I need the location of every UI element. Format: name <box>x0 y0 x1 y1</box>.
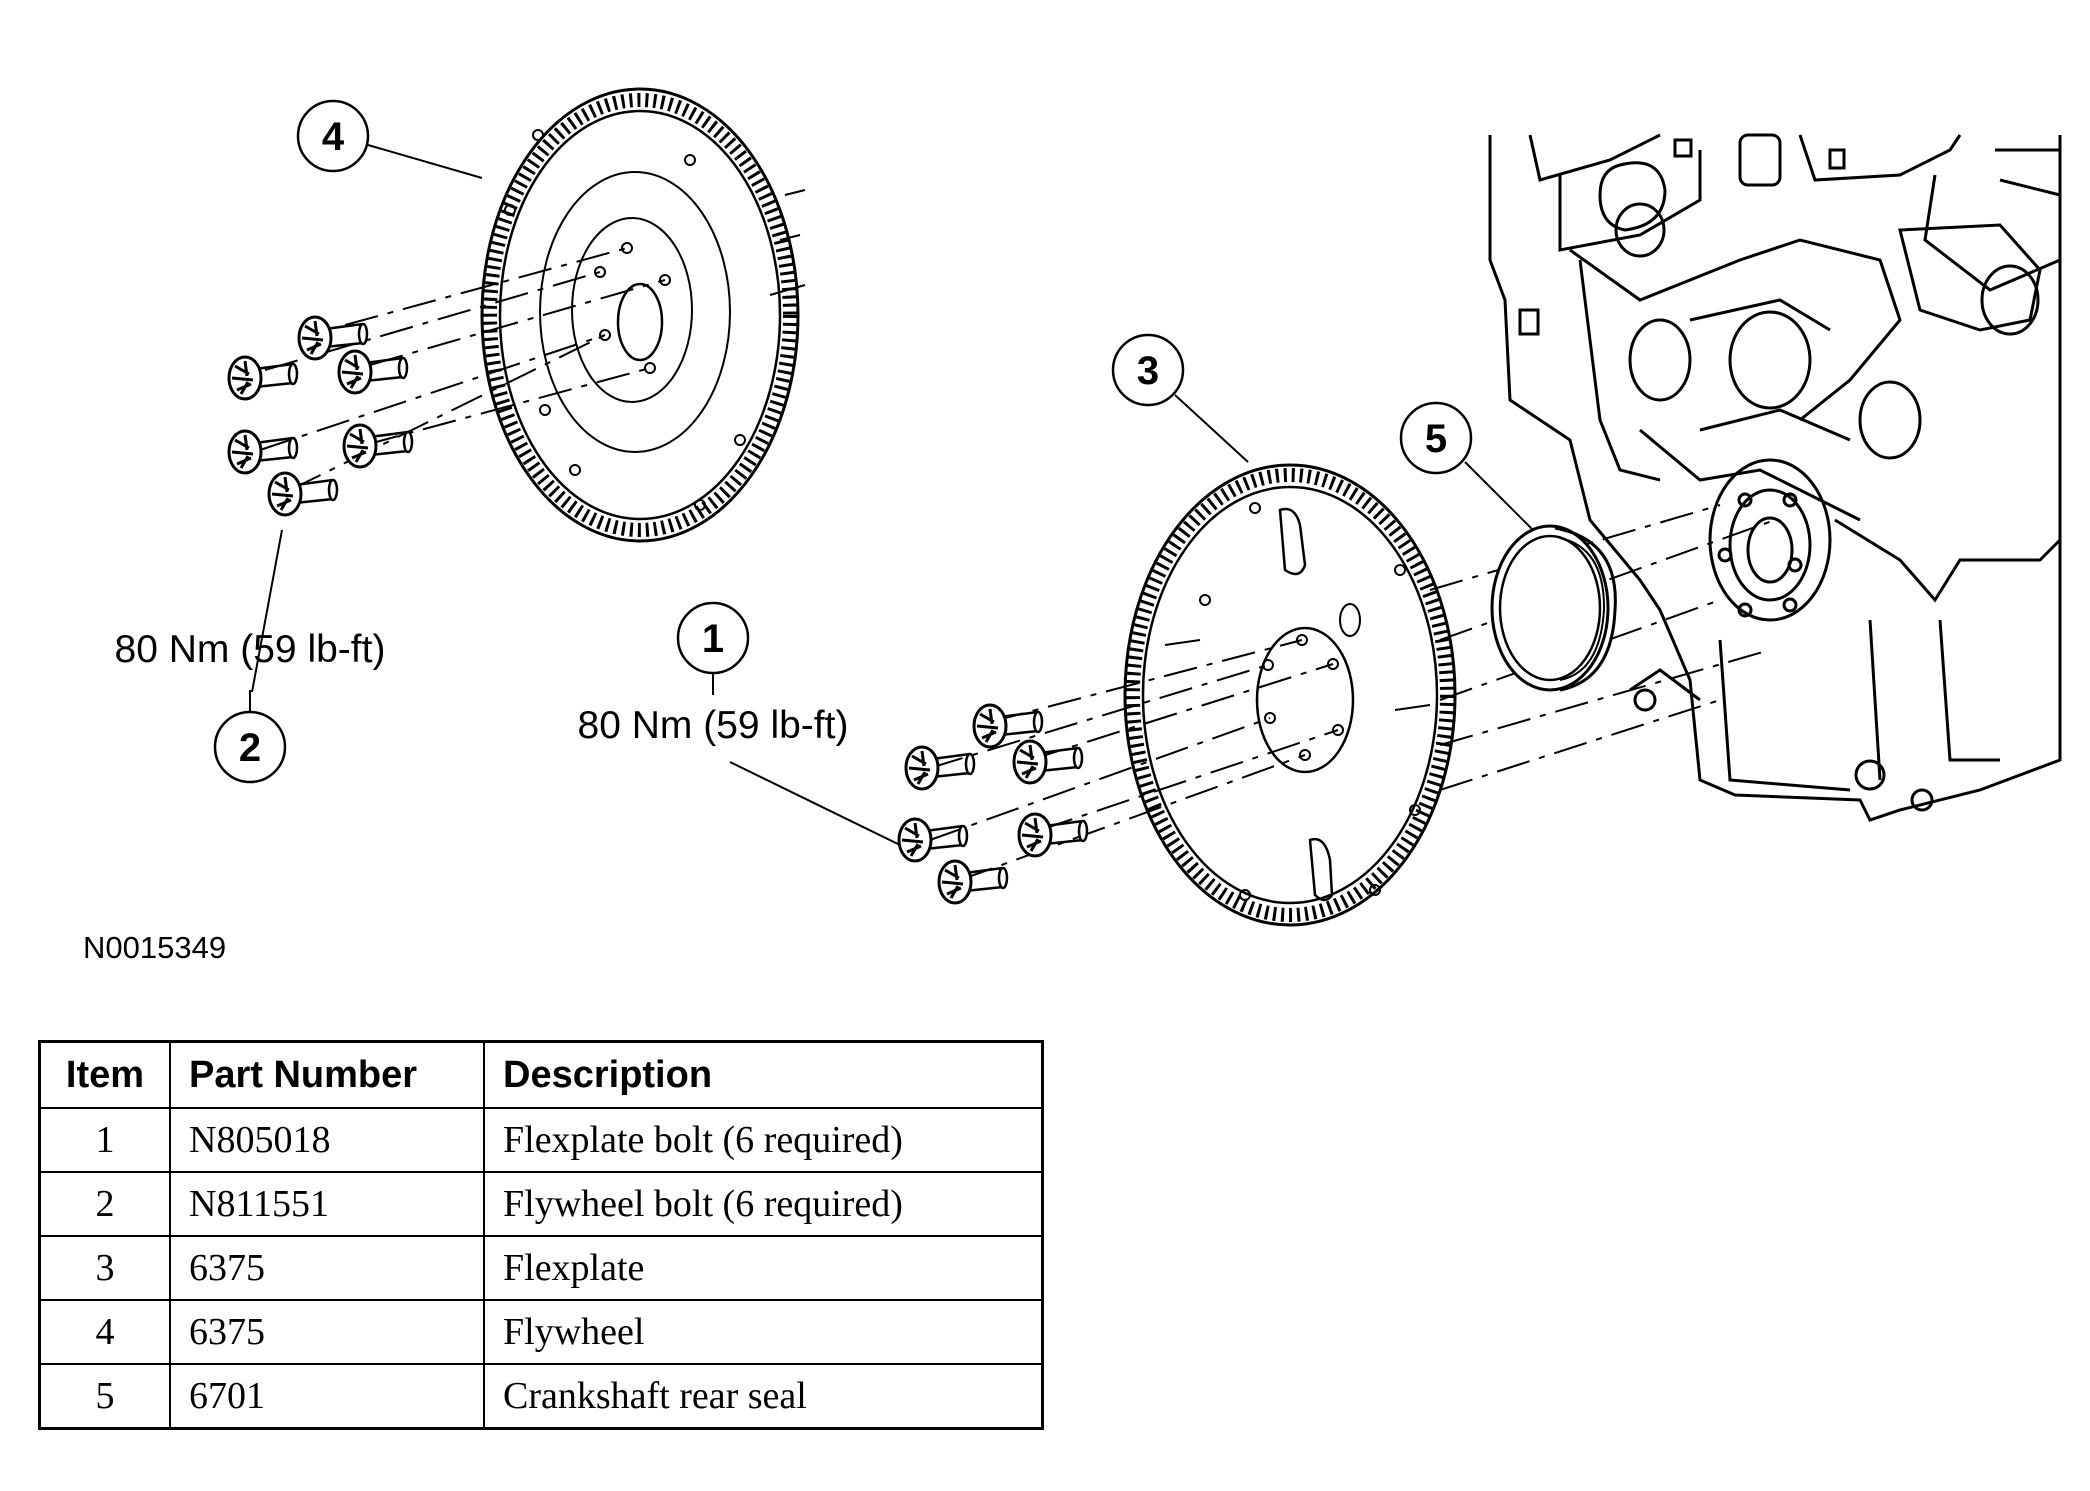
figure-id: N0015349 <box>83 930 226 965</box>
cell-part-number: N805018 <box>169 1107 485 1173</box>
svg-text:1: 1 <box>702 617 724 661</box>
header-item: Item <box>38 1040 171 1109</box>
torque-label-flywheel: 80 Nm (59 lb-ft) <box>115 628 386 671</box>
flywheel <box>480 87 806 543</box>
cell-item: 4 <box>38 1299 171 1365</box>
flywheel-bolts <box>227 247 666 517</box>
torque-label-flexplate: 80 Nm (59 lb-ft) <box>578 704 849 747</box>
table-row: 3 6375 Flexplate <box>38 1235 1044 1301</box>
parts-table: Item Part Number Description 1 N805018 F… <box>38 1040 1044 1430</box>
cell-item: 1 <box>38 1107 171 1173</box>
svg-text:2: 2 <box>239 726 261 770</box>
svg-text:4: 4 <box>322 115 345 159</box>
callout-5: 5 <box>1399 401 1534 531</box>
svg-text:3: 3 <box>1137 349 1159 393</box>
cell-description: Flywheel bolt (6 required) <box>483 1171 1044 1237</box>
cell-description: Crankshaft rear seal <box>483 1363 1044 1430</box>
cell-part-number: 6375 <box>169 1235 485 1301</box>
cell-item: 5 <box>38 1363 171 1430</box>
svg-text:5: 5 <box>1425 417 1447 461</box>
crankshaft-rear-seal <box>1490 524 1617 692</box>
flexplate-bolts <box>897 639 1339 905</box>
header-part-number: Part Number <box>169 1040 485 1109</box>
callout-2: 80 Nm (59 lb-ft) 2 <box>115 529 386 784</box>
cell-part-number: 6701 <box>169 1363 485 1430</box>
cell-item: 2 <box>38 1171 171 1237</box>
cell-part-number: 6375 <box>169 1299 485 1365</box>
cell-description: Flywheel <box>483 1299 1044 1365</box>
callout-4: 4 <box>296 99 483 179</box>
callout-3: 3 <box>1111 333 1249 463</box>
cell-description: Flexplate <box>483 1235 1044 1301</box>
table-header-row: Item Part Number Description <box>38 1040 1044 1109</box>
table-row: 1 N805018 Flexplate bolt (6 required) <box>38 1107 1044 1173</box>
cell-item: 3 <box>38 1235 171 1301</box>
cell-description: Flexplate bolt (6 required) <box>483 1107 1044 1173</box>
table-row: 4 6375 Flywheel <box>38 1299 1044 1365</box>
table-row: 5 6701 Crankshaft rear seal <box>38 1363 1044 1430</box>
flexplate <box>1123 463 1457 927</box>
cell-part-number: N811551 <box>169 1171 485 1237</box>
callout-1: 1 80 Nm (59 lb-ft) <box>578 601 901 846</box>
engine-block <box>1488 133 2062 822</box>
header-description: Description <box>483 1040 1044 1109</box>
table-row: 2 N811551 Flywheel bolt (6 required) <box>38 1171 1044 1237</box>
